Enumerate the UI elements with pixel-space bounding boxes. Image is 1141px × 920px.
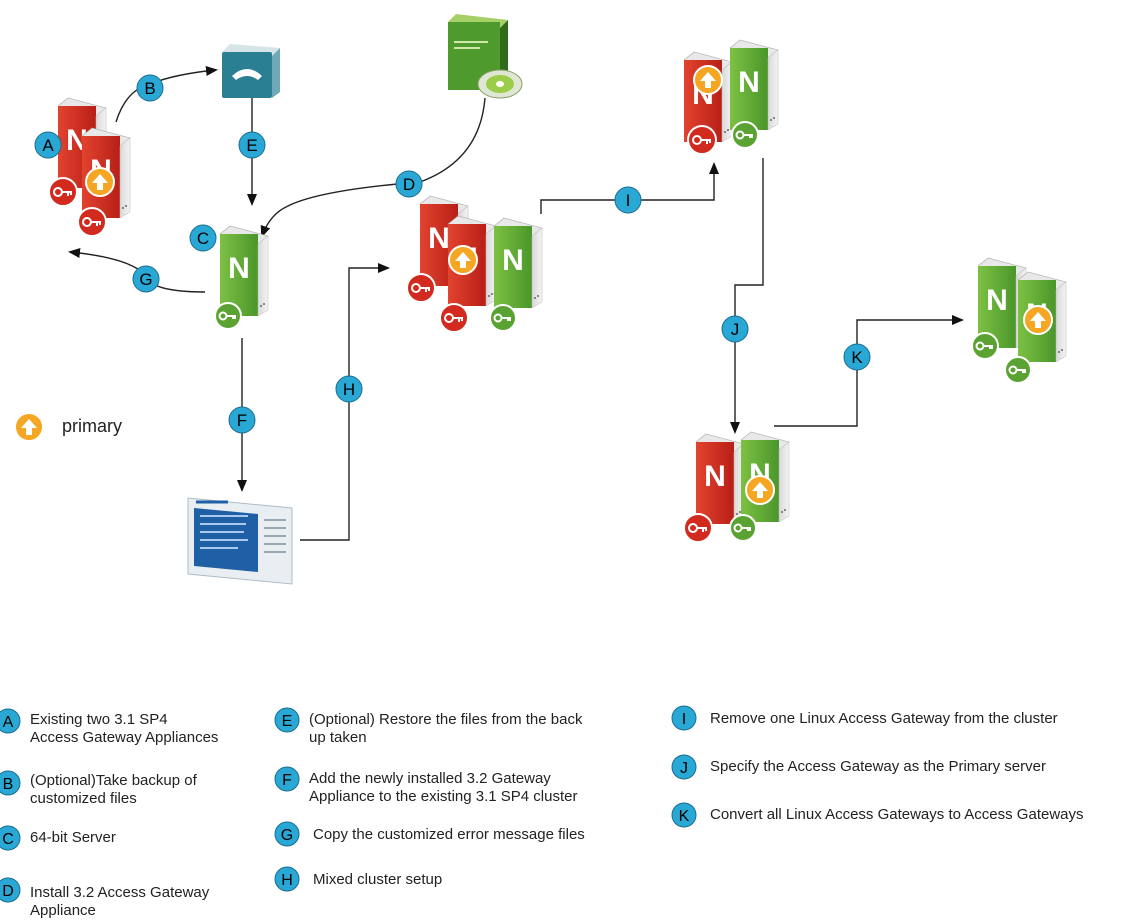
- svg-text:I: I: [626, 191, 631, 210]
- legend-key-e: E: [274, 707, 300, 733]
- console-window-icon: [187, 497, 293, 585]
- svg-text:G: G: [139, 270, 152, 289]
- svg-text:D: D: [403, 175, 415, 194]
- primary-arrow-icon: [448, 245, 478, 275]
- server-group-a: [48, 97, 131, 237]
- svg-text:B: B: [144, 79, 155, 98]
- key-badge-icon: [439, 303, 469, 333]
- svg-text:J: J: [680, 760, 688, 777]
- svg-text:A: A: [42, 136, 54, 155]
- key-badge-icon: [729, 514, 757, 542]
- legend-key-d: D: [0, 877, 21, 903]
- connector-h: [300, 263, 390, 541]
- svg-text:C: C: [2, 831, 14, 848]
- server-group-mixed: [406, 195, 543, 333]
- svg-text:K: K: [679, 808, 690, 825]
- legend-text-e: (Optional) Restore the files from the ba…: [309, 711, 583, 746]
- svg-text:E: E: [282, 713, 293, 730]
- svg-text:G: G: [281, 827, 293, 844]
- connector-b: [115, 65, 218, 123]
- server-group-i: [683, 39, 779, 155]
- marker-a: A: [34, 131, 62, 159]
- cd-icon: [477, 69, 523, 99]
- marker-i: I: [614, 186, 642, 214]
- primary-arrow-icon: [1023, 305, 1053, 335]
- connector-d: [260, 97, 486, 238]
- svg-text:J: J: [731, 320, 740, 339]
- primary-arrow-icon: [745, 475, 775, 505]
- legend-key-c: C: [0, 825, 21, 851]
- svg-text:F: F: [237, 411, 247, 430]
- marker-k: K: [843, 343, 871, 371]
- server-c: [214, 225, 269, 330]
- connector-j: [730, 158, 764, 434]
- key-badge-icon: [731, 121, 759, 149]
- connector-k: [774, 315, 964, 427]
- legend-key-a: A: [0, 708, 21, 734]
- legend-key-g: G: [274, 821, 300, 847]
- legend-text-d: Install 3.2 Access Gateway Appliance: [30, 884, 210, 919]
- svg-text:H: H: [343, 380, 355, 399]
- key-badge-icon: [971, 332, 999, 360]
- marker-b: B: [136, 74, 164, 102]
- key-badge-icon: [48, 177, 78, 207]
- legend-text-j: Specify the Access Gateway as the Primar…: [710, 758, 1046, 775]
- marker-c: C: [189, 224, 217, 252]
- server-group-j: [683, 431, 790, 543]
- svg-text:H: H: [281, 872, 293, 889]
- svg-text:D: D: [2, 883, 14, 900]
- primary-legend-icon: [14, 412, 44, 442]
- phone-icon: [222, 44, 280, 98]
- key-badge-icon: [1004, 356, 1032, 384]
- legend-text-g: Copy the customized error message files: [313, 826, 585, 843]
- key-badge-icon: [214, 302, 242, 330]
- marker-d: D: [395, 170, 423, 198]
- legend-keys: A B C D E F G H I J K: [0, 705, 697, 903]
- svg-text:E: E: [246, 136, 257, 155]
- legend-text-k: Convert all Linux Access Gateways to Acc…: [710, 806, 1084, 823]
- legend-text-a: Existing two 3.1 SP4 Access Gateway Appl…: [30, 711, 219, 746]
- key-badge-icon: [687, 125, 717, 155]
- legend-text-c: 64-bit Server: [30, 829, 116, 846]
- primary-arrow-icon: [85, 167, 115, 197]
- legend-key-b: B: [0, 770, 21, 796]
- key-badge-icon: [77, 207, 107, 237]
- step-markers: A B E D C G F H I J K: [34, 74, 871, 434]
- legend-key-i: I: [671, 705, 697, 731]
- marker-e: E: [238, 131, 266, 159]
- key-badge-icon: [406, 273, 436, 303]
- legend-text-b: (Optional)Take backup of customized file…: [30, 772, 197, 807]
- legend-text-f: Add the newly installed 3.2 Gateway Appl…: [309, 770, 578, 805]
- svg-text:I: I: [682, 711, 686, 728]
- svg-text:B: B: [3, 776, 14, 793]
- legend-key-k: K: [671, 802, 697, 828]
- svg-text:A: A: [3, 714, 14, 731]
- svg-text:F: F: [282, 772, 292, 789]
- legend-key-h: H: [274, 866, 300, 892]
- marker-h: H: [335, 375, 363, 403]
- legend-text-i: Remove one Linux Access Gateway from the…: [710, 710, 1058, 727]
- primary-arrow-icon: [693, 65, 723, 95]
- install-box-icon: [448, 14, 523, 99]
- marker-j: J: [721, 315, 749, 343]
- marker-f: F: [228, 406, 256, 434]
- marker-g: G: [132, 265, 160, 293]
- server-group-k: [971, 257, 1067, 384]
- primary-legend-label: primary: [62, 416, 123, 436]
- legend-key-j: J: [671, 754, 697, 780]
- key-badge-icon: [683, 513, 713, 543]
- legend-text-h: Mixed cluster setup: [313, 871, 443, 888]
- svg-text:C: C: [197, 229, 209, 248]
- svg-text:K: K: [851, 348, 863, 367]
- legend-key-f: F: [274, 766, 300, 792]
- key-badge-icon: [489, 304, 517, 332]
